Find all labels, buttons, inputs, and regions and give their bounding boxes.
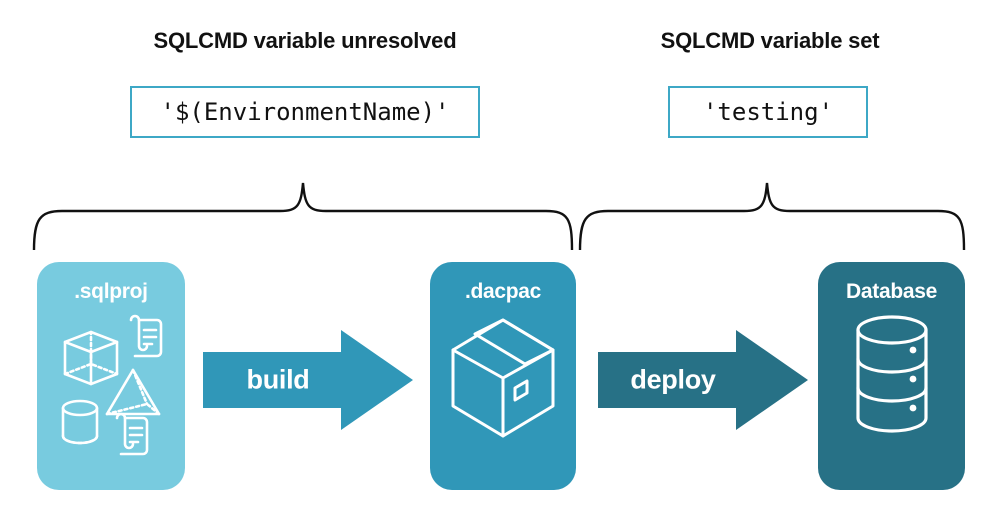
database-cylinder-icon [818,308,965,482]
arrow-deploy: deploy [598,330,808,430]
shapes-and-scripts-icon [37,308,185,482]
header-sqlcmd-set: SQLCMD variable set [660,28,880,53]
stage-card-sqlproj: .sqlproj [37,262,185,490]
arrow-right-icon [203,330,413,430]
brace-left-icon [32,182,574,250]
brace-right-icon [578,182,966,250]
brace-group [32,182,966,250]
stage-card-database: Database [818,262,965,490]
stage-label-database: Database [846,280,937,303]
arrow-right-icon [598,330,808,430]
stage-card-dacpac: .dacpac [430,262,576,490]
arrow-build: build [203,330,413,430]
stage-label-sqlproj: .sqlproj [74,280,148,303]
code-box-environment-name: '$(EnvironmentName)' [130,86,480,138]
code-box-testing: 'testing' [668,86,868,138]
stage-label-dacpac: .dacpac [464,280,542,303]
package-box-icon [430,308,576,482]
header-sqlcmd-unresolved: SQLCMD variable unresolved [153,28,457,53]
